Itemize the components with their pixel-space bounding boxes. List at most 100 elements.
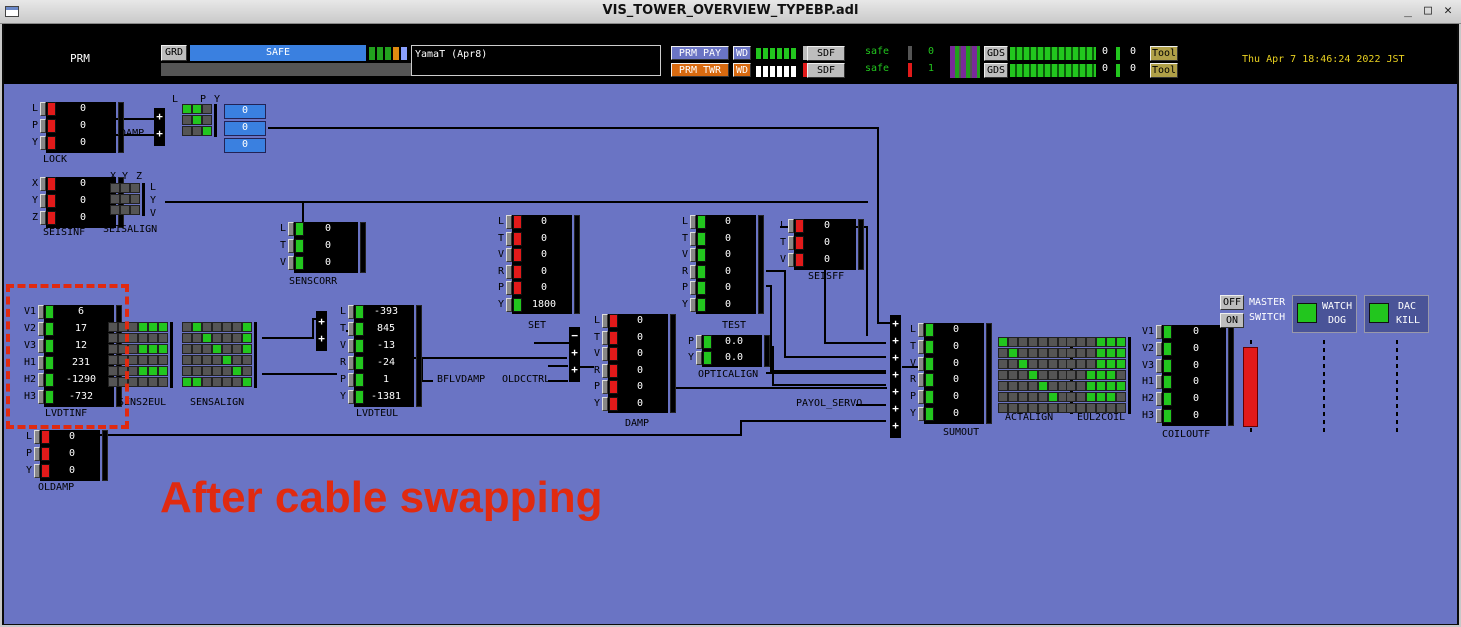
sens2eul-matrix-cell[interactable] <box>158 377 168 387</box>
actalign-matrix-cell[interactable] <box>998 370 1008 380</box>
sens2eul-matrix-cell[interactable] <box>128 355 138 365</box>
window-menu-icon[interactable] <box>5 6 19 17</box>
actalign-matrix-cell[interactable] <box>1008 381 1018 391</box>
coiloutf-value[interactable]: 0 <box>1174 392 1218 407</box>
actalign-matrix-cell[interactable] <box>1048 381 1058 391</box>
tool-button[interactable]: Tool <box>1150 63 1178 78</box>
sens2eul-matrix-cell[interactable] <box>128 344 138 354</box>
opticalign-value[interactable]: 0.0 <box>714 335 754 349</box>
eul2coil-matrix-cell[interactable] <box>1106 337 1116 347</box>
gds-button[interactable]: GDS <box>984 46 1008 61</box>
lock-value[interactable]: 0 <box>58 102 108 116</box>
sumout-value[interactable]: 0 <box>936 323 976 337</box>
actalign-matrix-cell[interactable] <box>1008 370 1018 380</box>
actalign-matrix-cell[interactable] <box>1008 403 1018 413</box>
lvdtinf-value[interactable]: 12 <box>56 339 106 353</box>
sumout-switch[interactable] <box>918 323 924 337</box>
sensalign-matrix-cell[interactable] <box>202 366 212 376</box>
sumout-switch[interactable] <box>918 356 924 371</box>
lock-value[interactable]: 0 <box>58 119 108 133</box>
sensalign-matrix-cell[interactable] <box>242 322 252 332</box>
damp-switch[interactable] <box>602 314 608 328</box>
sumout-switch[interactable] <box>918 390 924 405</box>
coiloutf-switch[interactable] <box>1156 325 1162 339</box>
seisff-value[interactable]: 0 <box>806 236 848 250</box>
lvdteul-switch[interactable] <box>348 356 354 370</box>
sensalign-matrix-cell[interactable] <box>192 355 202 365</box>
test-value[interactable]: 0 <box>708 215 748 229</box>
eul2coil-matrix-cell[interactable] <box>1106 381 1116 391</box>
sensalign-matrix-cell[interactable] <box>242 333 252 343</box>
eul2coil-matrix-cell[interactable] <box>1116 348 1126 358</box>
set-switch[interactable] <box>506 215 512 229</box>
actalign-matrix-cell[interactable] <box>1008 337 1018 347</box>
damp-switch[interactable] <box>602 380 608 394</box>
coiloutf-switch[interactable] <box>1156 409 1162 423</box>
sens2eul-matrix-cell[interactable] <box>148 333 158 343</box>
eul2coil-matrix-cell[interactable] <box>1076 370 1086 380</box>
test-value[interactable]: 0 <box>708 281 748 295</box>
oldamp-bottom-value[interactable]: 0 <box>52 447 92 461</box>
sensalign-matrix-cell[interactable] <box>242 344 252 354</box>
actalign-matrix-cell[interactable] <box>1038 348 1048 358</box>
eul2coil-matrix-cell[interactable] <box>1116 381 1126 391</box>
set-value[interactable]: 0 <box>524 248 564 262</box>
lvdteul-value[interactable]: -13 <box>366 339 406 353</box>
lock-matrix-cell[interactable] <box>192 126 202 136</box>
actalign-matrix-cell[interactable] <box>1008 392 1018 402</box>
opticalign-switch[interactable] <box>696 335 702 349</box>
lvdtinf-value[interactable]: 6 <box>56 305 106 319</box>
sens2eul-matrix-cell[interactable] <box>138 366 148 376</box>
sens2eul-matrix-cell[interactable] <box>138 355 148 365</box>
lock-matrix-cell[interactable] <box>202 104 212 114</box>
lvdteul-switch[interactable] <box>348 373 354 387</box>
lock-matrix-cell[interactable] <box>182 104 192 114</box>
sensalign-matrix-cell[interactable] <box>222 333 232 343</box>
actalign-matrix-cell[interactable] <box>1038 370 1048 380</box>
test-value[interactable]: 0 <box>708 297 748 312</box>
seisff-value[interactable]: 0 <box>806 219 848 233</box>
eul2coil-matrix-cell[interactable] <box>1086 370 1096 380</box>
set-value[interactable]: 1800 <box>524 297 564 312</box>
sens2eul-matrix-cell[interactable] <box>158 344 168 354</box>
set-switch[interactable] <box>506 264 512 279</box>
close-icon[interactable]: ✕ <box>1444 3 1452 18</box>
sumout-switch[interactable] <box>918 407 924 421</box>
set-value[interactable]: 0 <box>524 281 564 295</box>
actalign-matrix-cell[interactable] <box>1048 370 1058 380</box>
sumout-value[interactable]: 0 <box>936 407 976 421</box>
seisalign-matrix-cell[interactable] <box>110 205 120 215</box>
lvdtinf-switch[interactable] <box>38 356 44 370</box>
sensalign-matrix-cell[interactable] <box>232 377 242 387</box>
actalign-matrix-cell[interactable] <box>1018 370 1028 380</box>
eul2coil-matrix-cell[interactable] <box>1106 370 1116 380</box>
lock-switch[interactable] <box>40 136 46 150</box>
sens2eul-matrix-cell[interactable] <box>108 322 118 332</box>
wd-twr-button[interactable]: WD <box>733 63 751 77</box>
eul2coil-matrix-cell[interactable] <box>1106 348 1116 358</box>
senscorr-value[interactable]: 0 <box>306 239 350 253</box>
lvdtinf-switch[interactable] <box>38 373 44 387</box>
lock-matrix-cell[interactable] <box>192 115 202 125</box>
opticalign-switch[interactable] <box>696 351 702 365</box>
seisff-switch[interactable] <box>788 236 794 250</box>
seisinf-value[interactable]: 0 <box>58 177 108 191</box>
sens2eul-matrix-cell[interactable] <box>138 322 148 332</box>
actalign-matrix-cell[interactable] <box>998 381 1008 391</box>
guardian-message[interactable]: YamaT (Apr8) <box>411 45 661 76</box>
coiloutf-switch[interactable] <box>1156 341 1162 356</box>
sensalign-matrix-cell[interactable] <box>202 377 212 387</box>
damp-value[interactable]: 0 <box>620 363 660 378</box>
sens2eul-matrix-cell[interactable] <box>148 322 158 332</box>
master-off-button[interactable]: OFF <box>1220 295 1244 310</box>
actalign-matrix-cell[interactable] <box>1048 403 1058 413</box>
actalign-matrix-cell[interactable] <box>1038 359 1048 369</box>
sens2eul-matrix-cell[interactable] <box>148 344 158 354</box>
sumout-switch[interactable] <box>918 339 924 354</box>
sens2eul-matrix-cell[interactable] <box>108 355 118 365</box>
sens2eul-matrix-cell[interactable] <box>108 344 118 354</box>
actalign-matrix-cell[interactable] <box>1048 359 1058 369</box>
sensalign-matrix-cell[interactable] <box>212 377 222 387</box>
set-value[interactable]: 0 <box>524 215 564 229</box>
sensalign-matrix-cell[interactable] <box>202 355 212 365</box>
